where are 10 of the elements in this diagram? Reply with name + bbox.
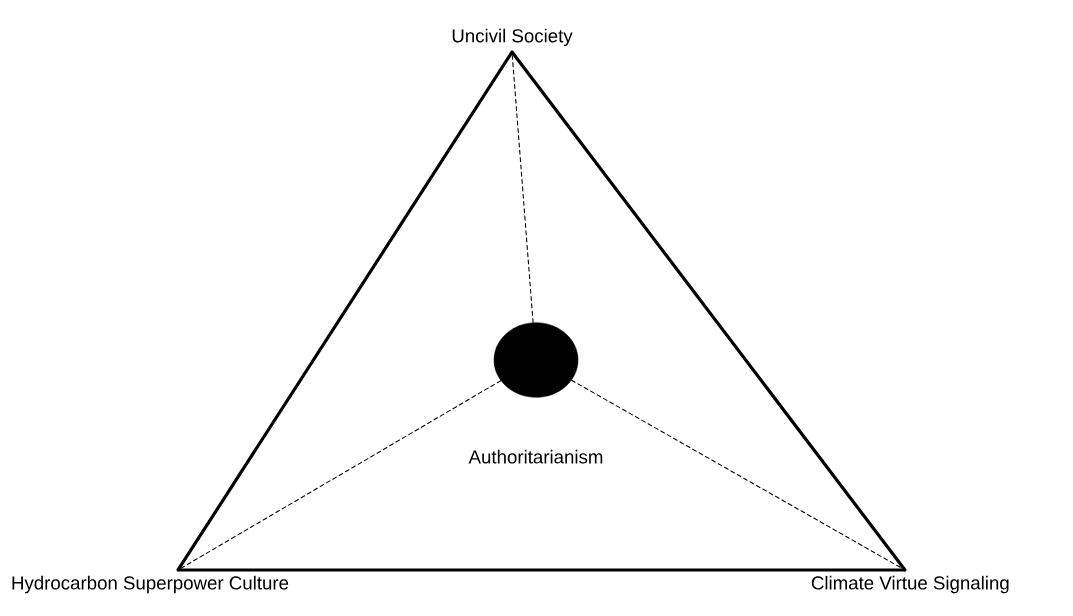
vertex-label: Climate Virtue Signaling [811, 575, 1009, 594]
triangle-side [176, 50, 514, 572]
vertex-label: Uncivil Society [452, 28, 573, 47]
dashed-line [571, 379, 906, 571]
dashed-line [511, 51, 534, 324]
circle-caption: Authoritarianism [468, 449, 603, 464]
triangle-side [176, 568, 907, 572]
vertex-label: Hydrocarbon Superpower Culture [12, 575, 289, 594]
triangle-side [510, 50, 907, 572]
dashed-line [177, 380, 502, 571]
